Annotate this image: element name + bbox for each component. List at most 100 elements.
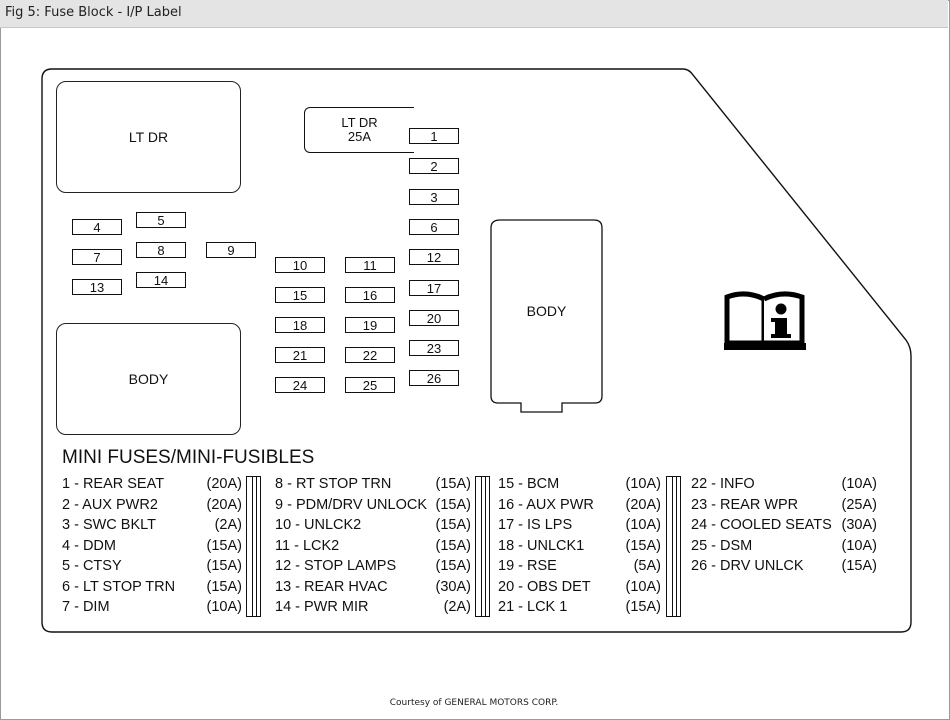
legend-fuse-name: 20 - OBS DET [498, 578, 591, 595]
legend-row: 2 - AUX PWR2 (20A) [62, 497, 242, 518]
legend-row: 21 - LCK 1 (15A) [498, 599, 661, 620]
legend-fuse-name: 19 - RSE [498, 558, 557, 574]
fuse-14: 14 [136, 272, 186, 288]
fuse-19: 19 [345, 317, 395, 333]
legend-fuse-name: 17 - IS LPS [498, 517, 573, 533]
legend-fuse-amperage: (15A) [206, 537, 242, 554]
legend-row: 17 - IS LPS (10A) [498, 517, 661, 538]
legend-row: 6 - LT STOP TRN (15A) [62, 579, 242, 600]
fuse-6: 6 [409, 219, 459, 235]
legend-fuse-amperage: (10A) [625, 517, 661, 533]
legend-row: 8 - RT STOP TRN (15A) [275, 476, 471, 497]
legend-fuse-name: 8 - RT STOP TRN [275, 476, 392, 492]
legend-row: 1 - REAR SEAT (20A) [62, 476, 242, 497]
legend-row: 7 - DIM(10A) [62, 599, 242, 620]
relay-body-center-label: BODY [526, 303, 567, 319]
legend-fuse-name: 21 - LCK 1 [498, 599, 568, 615]
relay-lt-dr: LT DR [56, 81, 241, 193]
legend-fuse-name: 13 - REAR HVAC [275, 578, 388, 595]
legend-fuse-amperage: (10A) [206, 599, 242, 615]
legend-fuse-name: 18 - UNLCK1 [498, 537, 585, 554]
legend-column-3: 15 - BCM(10A)16 - AUX PWR(20A)17 - IS LP… [498, 476, 661, 620]
legend-fuse-amperage: (10A) [841, 476, 877, 492]
fuse-9: 9 [206, 242, 256, 258]
legend-row: 15 - BCM(10A) [498, 476, 661, 497]
legend-fuse-name: 9 - PDM/DRV UNLOCK [275, 496, 428, 513]
legend-fuse-amperage: (15A) [625, 537, 661, 554]
legend-fuse-amperage: (2A) [443, 599, 471, 615]
legend-fuse-name: 22 - INFO [691, 476, 755, 492]
legend-row: 18 - UNLCK1 (15A) [498, 538, 661, 559]
legend-fuse-amperage: (20A) [625, 496, 661, 513]
fuse-24: 24 [275, 377, 325, 393]
legend-fuse-name: 5 - CTSY [62, 558, 122, 574]
relay-body-left: BODY [56, 323, 241, 435]
legend-row: 13 - REAR HVAC (30A) [275, 579, 471, 600]
legend-row: 16 - AUX PWR (20A) [498, 497, 661, 518]
legend-fuse-name: 16 - AUX PWR [498, 496, 594, 513]
legend-fuse-name: 6 - LT STOP TRN [62, 578, 176, 595]
legend-fuse-name: 15 - BCM [498, 476, 560, 492]
fuse-1: 1 [409, 128, 459, 144]
legend-fuse-amperage: (15A) [435, 496, 471, 513]
legend-fuse-name: 23 - REAR WPR [691, 496, 799, 513]
legend-fuse-amperage: (15A) [435, 476, 471, 492]
footer-credit: Courtesy of GENERAL MOTORS CORP. [389, 698, 559, 708]
legend-row: 9 - PDM/DRV UNLOCK (15A) [275, 497, 471, 518]
legend-fuse-name: 11 - LCK2 [275, 537, 340, 554]
owner-manual-info-icon [724, 291, 806, 350]
legend-column-1: 1 - REAR SEAT (20A) 2 - AUX PWR2 (20A) 3 - S… [62, 476, 242, 620]
fuse-22: 22 [345, 347, 395, 363]
legend-fuse-name: 2 - AUX PWR2 [62, 496, 158, 513]
fuse-16: 16 [345, 287, 395, 303]
legend-fuse-name: 12 - STOP LAMPS [275, 558, 397, 574]
legend-fuse-amperage: (2A) [214, 517, 242, 533]
legend-row: 25 - DSM(10A) [691, 538, 877, 559]
legend-row: 12 - STOP LAMPS (15A) [275, 558, 471, 579]
legend-fuse-amperage: (15A) [841, 558, 877, 574]
legend-row: 4 - DDM(15A) [62, 538, 242, 559]
legend-fuse-name: 1 - REAR SEAT [62, 476, 165, 492]
fuse-7: 7 [72, 249, 122, 265]
body-relay-center-shape [490, 219, 603, 413]
legend-fuse-name: 10 - UNLCK2 [275, 517, 362, 533]
fuse-17: 17 [409, 280, 459, 296]
legend-separator-1 [246, 476, 261, 617]
legend-fuse-name: 3 - SWC BKLT [62, 517, 156, 533]
fuse-5: 5 [136, 212, 186, 228]
legend-fuse-amperage: (25A) [841, 496, 877, 513]
legend-row: 14 - PWR MIR (2A) [275, 599, 471, 620]
legend-row: 23 - REAR WPR (25A) [691, 497, 877, 518]
legend-fuse-amperage: (10A) [625, 578, 661, 595]
legend-fuse-amperage: (15A) [435, 558, 471, 574]
legend-fuse-name: 14 - PWR MIR [275, 599, 369, 615]
legend-row: 26 - DRV UNLCK (15A) [691, 558, 877, 579]
legend-fuse-amperage: (15A) [206, 558, 242, 574]
legend-row: 19 - RSE (5A) [498, 558, 661, 579]
fuse-15: 15 [275, 287, 325, 303]
fuse-23: 23 [409, 340, 459, 356]
legend-row: 11 - LCK2 (15A) [275, 538, 471, 559]
legend-row: 24 - COOLED SEATS (30A) [691, 517, 877, 538]
legend-fuse-amperage: (15A) [206, 578, 242, 595]
legend-fuse-amperage: (5A) [633, 558, 661, 574]
legend-column-4: 22 - INFO (10A) 23 - REAR WPR (25A) 24 - COO… [691, 476, 877, 579]
legend-fuse-name: 25 - DSM [691, 537, 753, 554]
fuse-18: 18 [275, 317, 325, 333]
legend-fuse-amperage: (15A) [435, 537, 471, 554]
legend-fuse-amperage: (15A) [625, 599, 661, 615]
legend-fuse-name: 24 - COOLED SEATS [691, 517, 832, 533]
legend-row: 5 - CTSY (15A) [62, 558, 242, 579]
legend-column-2: 8 - RT STOP TRN (15A) 9 - PDM/DRV UNLOCK (1… [275, 476, 471, 620]
maxi-fuse-rating: 25A [347, 129, 372, 144]
legend-fuse-name: 26 - DRV UNLCK [691, 558, 804, 574]
legend-fuse-amperage: (30A) [435, 578, 471, 595]
legend-separator-3 [666, 476, 681, 617]
legend-fuse-amperage: (30A) [841, 517, 877, 533]
fuse-25: 25 [345, 377, 395, 393]
legend-fuse-amperage: (20A) [206, 476, 242, 492]
legend-fuse-amperage: (20A) [206, 496, 242, 513]
legend-row: 3 - SWC BKLT (2A) [62, 517, 242, 538]
legend-row: 10 - UNLCK2(15A) [275, 517, 471, 538]
figure-title: Fig 5: Fuse Block - I/P Label [5, 5, 182, 20]
